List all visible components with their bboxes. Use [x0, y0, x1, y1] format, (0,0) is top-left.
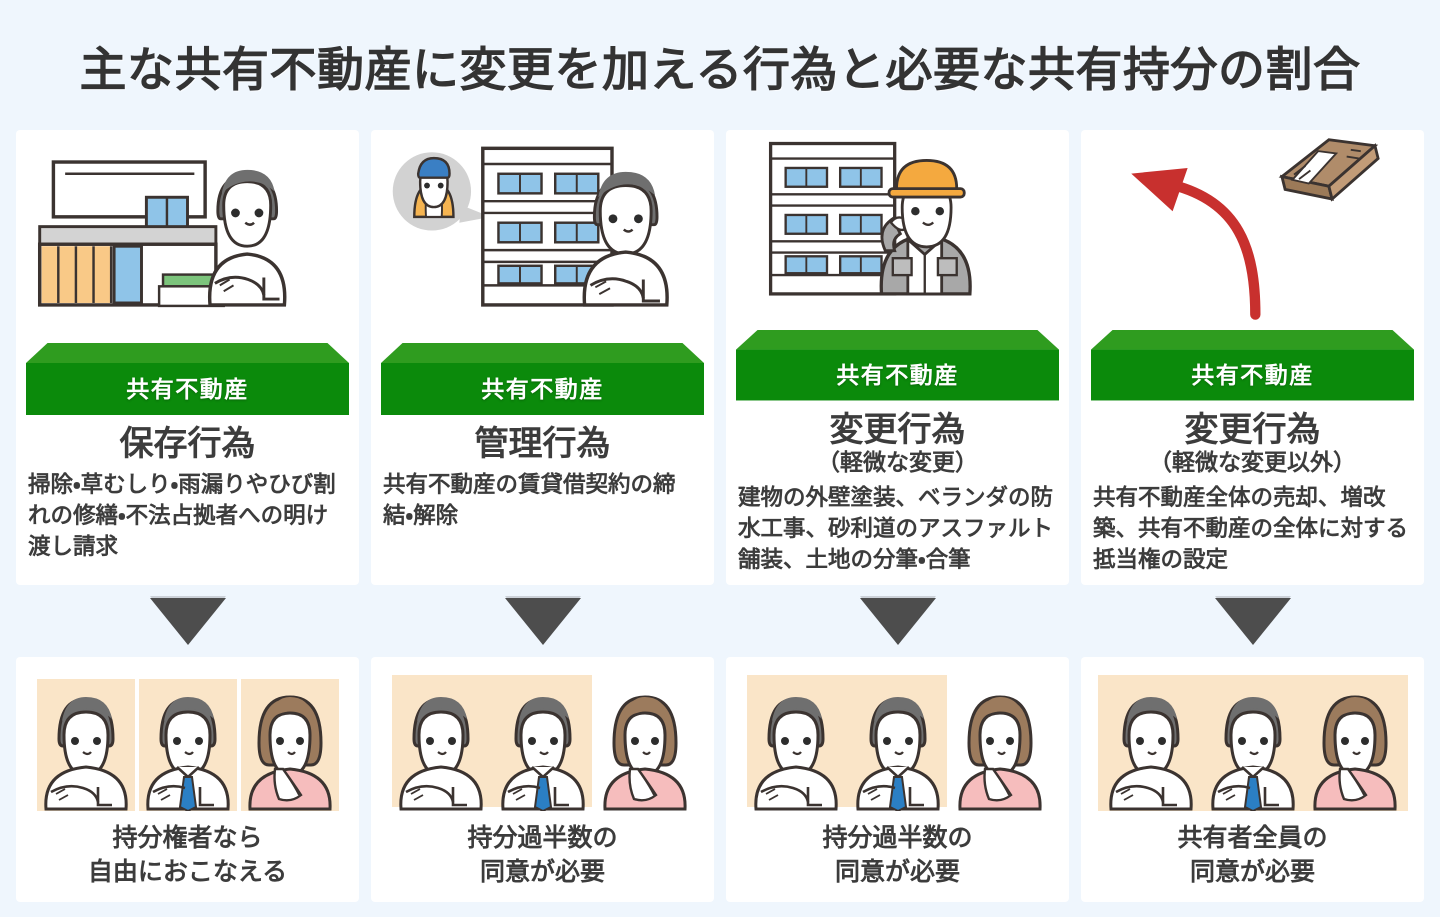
avatar-casual-man [747, 679, 845, 811]
owner-group [1097, 675, 1408, 811]
page-title: 主な共有不動産に変更を加える行為と必要な共有持分の割合 [79, 42, 1361, 96]
consent-card-preservation: 持分権者なら 自由におこなえる [16, 657, 359, 902]
chevron-down-icon [504, 597, 581, 645]
avatar-casual-man [1102, 679, 1200, 811]
arrow-cell [371, 597, 714, 645]
consent-card-minor-change: 持分過半数の 同意が必要 [726, 657, 1069, 902]
avatar-necktie-man [494, 679, 592, 811]
owner-group [36, 675, 339, 811]
avatar-woman [1306, 679, 1404, 811]
chevron-down-icon [149, 597, 226, 645]
avatar-woman [596, 679, 694, 811]
slab-label: 共有不動産 [481, 376, 604, 402]
act-card-preservation: 共有不動産 保存行為 掃除・草むしり・雨漏りやひび割れの修繕・不法占拠者への明け… [16, 130, 359, 585]
act-cards-row: 共有不動産 保存行為 掃除・草むしり・雨漏りやひび割れの修繕・不法占拠者への明け… [0, 130, 1440, 585]
act-subtitle: （軽微な変更以外） [1149, 449, 1356, 476]
avatar-casual-man [392, 679, 490, 811]
act-name: 変更行為 [1184, 410, 1321, 449]
act-card-minor-change: 共有不動産 変更行為 （軽微な変更） 建物の外壁塗装、ベランダの防水工事、砂利道… [726, 130, 1069, 585]
consent-text: 共有者全員の 同意が必要 [1177, 824, 1328, 886]
consent-text: 持分権者なら 自由におこなえる [87, 824, 288, 886]
arrow-cell [1081, 597, 1424, 645]
apartment-with-tenant-bubble-illustration [381, 136, 704, 348]
consent-card-major-change: 共有者全員の 同意が必要 [1081, 657, 1424, 902]
chevron-down-icon [859, 597, 936, 645]
owner-group [391, 675, 694, 811]
arrow-row [0, 585, 1440, 657]
act-name: 変更行為 [829, 410, 966, 449]
act-description: 共有不動産全体の売却、増改築、共有不動産の全体に対する抵当権の設定 [1093, 484, 1409, 572]
chevron-down-icon [1214, 597, 1291, 645]
act-description: 建物の外壁塗装、ベランダの防水工事、砂利道のアスファルト舗装、土地の分筆・合筆 [738, 484, 1054, 572]
shared-property-slab: 共有不動産 [1091, 330, 1414, 401]
avatar-casual-man [36, 679, 135, 811]
arrow-cell [16, 597, 359, 645]
avatar-necktie-man [849, 679, 947, 811]
act-name: 保存行為 [119, 425, 256, 463]
house-with-owner-illustration [26, 136, 349, 348]
act-subtitle: （軽微な変更） [817, 449, 978, 476]
act-card-major-change: 共有不動産 変更行為 （軽微な変更以外） 共有不動産全体の売却、増改築、共有不動… [1081, 130, 1424, 585]
avatar-necktie-man [138, 679, 237, 811]
shared-property-slab: 共有不動産 [736, 330, 1059, 401]
arrow-cell [726, 597, 1069, 645]
consent-card-management: 持分過半数の 同意が必要 [371, 657, 714, 902]
owner-group [746, 675, 1049, 811]
shared-property-slab: 共有不動産 [381, 343, 704, 415]
slab-label: 共有不動産 [836, 361, 959, 388]
apartment-with-worker-illustration [736, 136, 1059, 335]
avatar-necktie-man [1204, 679, 1302, 811]
act-description: 掃除・草むしり・雨漏りやひび割れの修繕・不法占拠者への明け渡し請求 [28, 471, 336, 559]
avatar-woman [240, 679, 339, 811]
act-card-management: 共有不動産 管理行為 共有不動産の賃貸借契約の締結・解除 [371, 130, 714, 585]
avatar-woman [951, 679, 1049, 811]
consent-cards-row: 持分権者なら 自由におこなえる [0, 657, 1440, 902]
slab-label: 共有不動産 [1191, 361, 1314, 388]
act-name: 管理行為 [474, 425, 611, 463]
act-description: 共有不動産の賃貸借契約の締結・解除 [383, 471, 676, 528]
money-arrow-sale-illustration [1091, 136, 1414, 335]
shared-property-slab: 共有不動産 [26, 343, 349, 415]
consent-text: 持分過半数の 同意が必要 [822, 824, 973, 886]
slab-label: 共有不動産 [126, 376, 249, 402]
consent-text: 持分過半数の 同意が必要 [467, 824, 618, 886]
